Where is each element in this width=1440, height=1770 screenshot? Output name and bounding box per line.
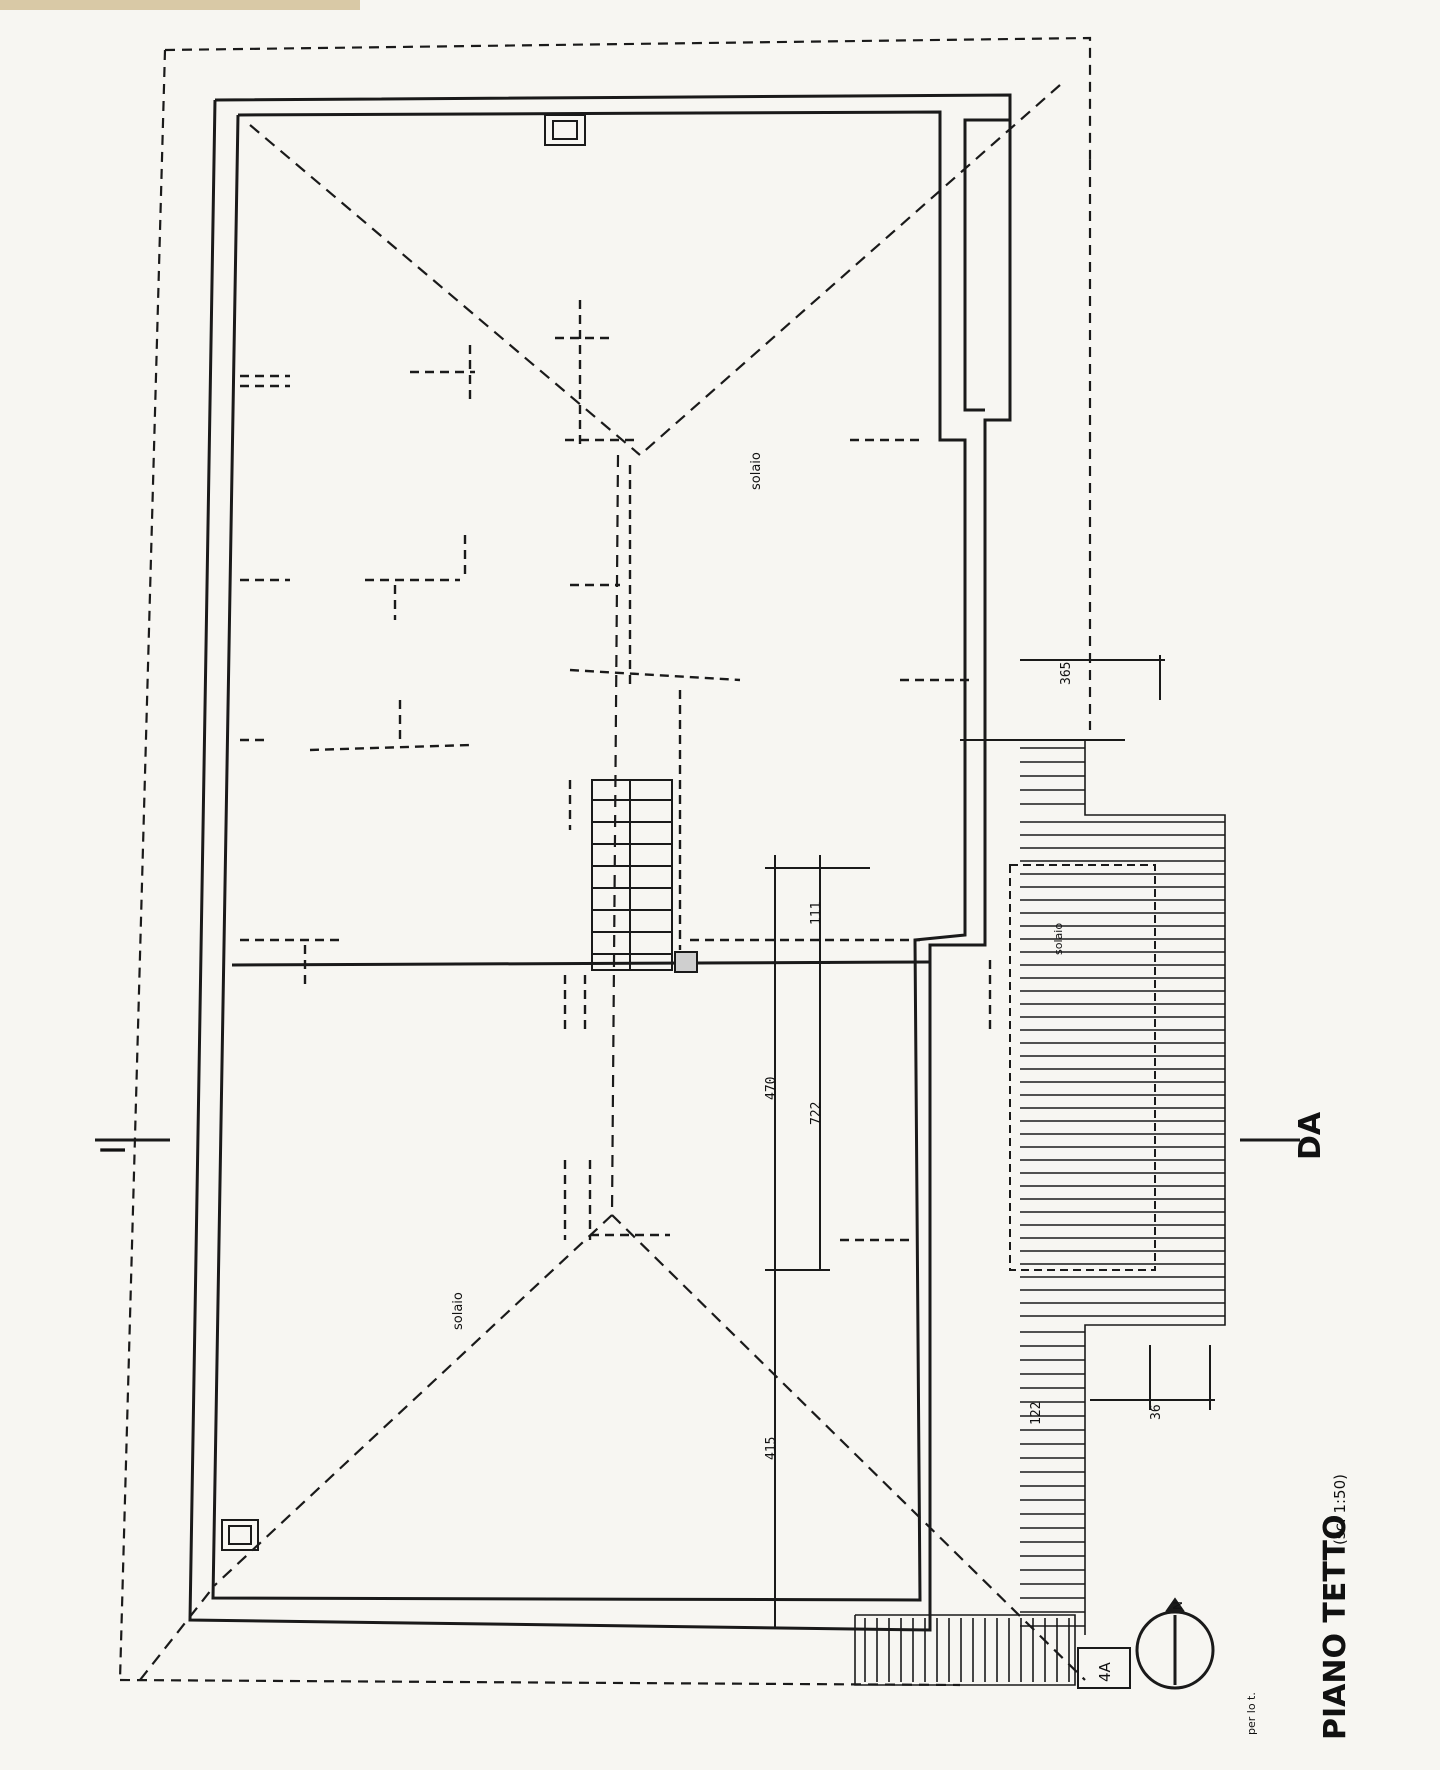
terrace-label: solaio (1052, 923, 1065, 955)
dimension-111: 111 (809, 902, 824, 925)
roof-ridge-lines (139, 84, 1086, 1681)
drawing-title: PIANO TETTO (1318, 1515, 1353, 1741)
drawing-scale: (sc. 1:50) (1331, 1474, 1349, 1545)
north-arrow-icon (1135, 1597, 1215, 1690)
dimension-122: 122 (1029, 1402, 1044, 1425)
sheet-code-box (1077, 1647, 1131, 1689)
dimension-470: 470 (764, 1077, 779, 1100)
terrace-hatching (1009, 739, 1226, 1635)
stair-block (591, 779, 673, 971)
corner-hatching (854, 1614, 1076, 1686)
room-label-upper: solaio (749, 452, 764, 490)
section-label-right: DA (1293, 1111, 1328, 1160)
vent-center (674, 951, 698, 973)
room-label-lower: solaio (451, 1292, 466, 1330)
dimension-lines (765, 655, 1215, 1628)
dimension-722: 722 (809, 1102, 824, 1125)
roof-outline-dashed (118, 36, 1092, 1687)
dimension-365: 365 (1059, 662, 1074, 685)
dimension-415: 415 (764, 1437, 779, 1460)
sheet-code: 4A (1096, 1661, 1114, 1682)
north-label: N (1171, 1601, 1185, 1610)
drawing-note: per lo t. (1245, 1692, 1258, 1735)
vent-top (544, 114, 586, 146)
vent-bottom (221, 1519, 259, 1551)
building-walls (188, 93, 1012, 1632)
section-label-left: I (94, 1145, 134, 1155)
beam-markings (240, 300, 992, 1242)
paper-edge-tint (0, 0, 360, 10)
dimension-36: 36 (1149, 1404, 1164, 1420)
